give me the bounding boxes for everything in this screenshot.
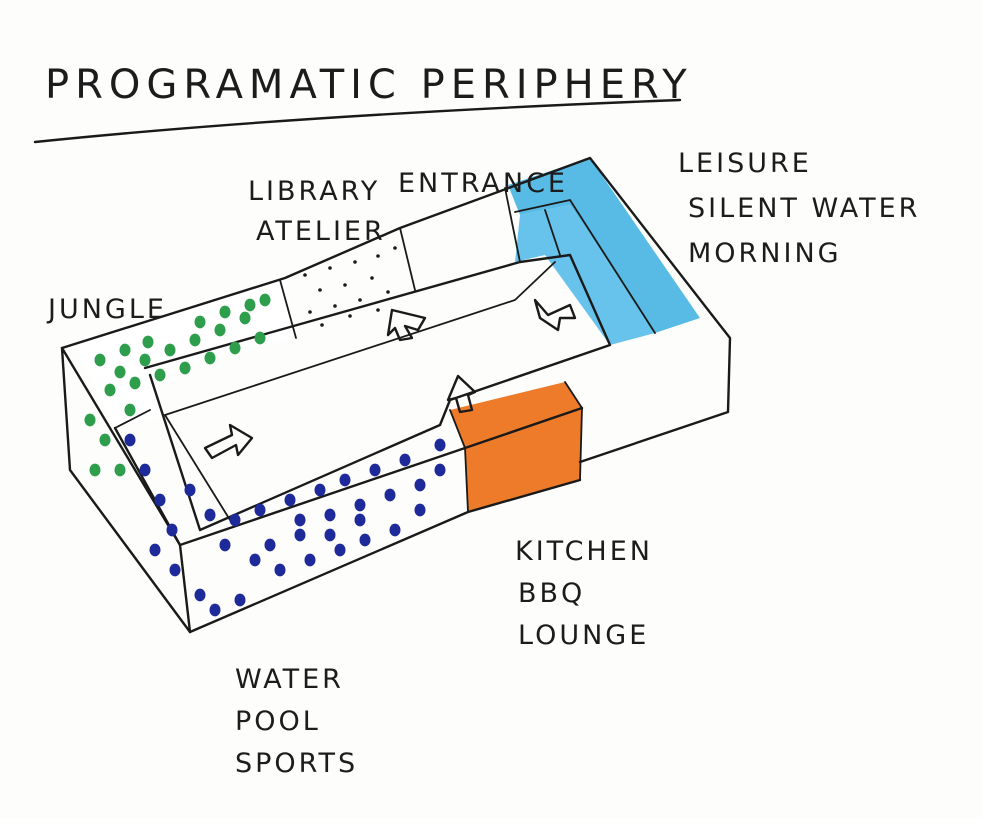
marker-dot xyxy=(169,563,181,577)
water-dots xyxy=(124,433,446,617)
leisure-inner-stroke-1 xyxy=(514,198,656,334)
marker-dot xyxy=(184,483,196,497)
marker-dot xyxy=(142,335,154,349)
marker-dot xyxy=(139,463,151,477)
marker-dot xyxy=(399,453,411,467)
arrow-up-kitchen-icon xyxy=(446,374,477,414)
ring-inner-floor-front xyxy=(164,414,231,521)
marker-dot xyxy=(166,523,178,537)
marker-dot xyxy=(294,513,306,527)
marker-dot xyxy=(369,463,381,477)
divider-jungle-library xyxy=(279,279,297,339)
marker-dot xyxy=(434,463,446,477)
label-kitchen: KITCHEN BBQ LOUNGE xyxy=(515,536,665,651)
marker-dot xyxy=(324,508,336,522)
marker-dot xyxy=(94,353,106,367)
marker-dot xyxy=(194,315,206,329)
marker-dot xyxy=(229,513,241,527)
marker-dot xyxy=(219,305,231,319)
marker-dot xyxy=(249,553,261,567)
marker-dot xyxy=(359,533,371,547)
marker-dot xyxy=(414,478,426,492)
label-library: LIBRARY ATELIER xyxy=(248,176,392,247)
marker-dot xyxy=(164,343,176,357)
marker-dot xyxy=(354,498,366,512)
label-entrance: ENTRANCE xyxy=(398,168,568,199)
ring-inner-floor-back xyxy=(164,261,556,416)
marker-dot xyxy=(219,538,231,552)
marker-dot xyxy=(384,488,396,502)
marker-dot xyxy=(239,311,251,325)
marker-dot xyxy=(434,438,446,452)
arrow-right-water-icon xyxy=(203,423,254,460)
marker-dot xyxy=(414,503,426,517)
divider-kitchen-end xyxy=(564,381,583,481)
marker-dot xyxy=(314,483,326,497)
marker-dot xyxy=(334,543,346,557)
ring-inner-opening xyxy=(143,253,612,532)
marker-dot xyxy=(189,333,201,347)
marker-dot xyxy=(264,538,276,552)
label-leisure: LEISURE SILENT WATER MORNING xyxy=(678,148,932,269)
kitchen-zone-top-fill xyxy=(450,382,582,448)
marker-dot xyxy=(234,593,246,607)
marker-dot xyxy=(114,365,126,379)
library-stipple xyxy=(303,246,397,327)
marker-dot xyxy=(324,528,336,542)
arrow-down-entrance-icon xyxy=(386,308,427,342)
marker-dot xyxy=(139,353,151,367)
marker-dot xyxy=(179,361,191,375)
leisure-inner-stroke-2 xyxy=(544,209,561,256)
marker-dot xyxy=(124,403,136,417)
label-jungle: JUNGLE xyxy=(46,294,167,325)
marker-dot xyxy=(339,473,351,487)
arrow-left-leisure-icon xyxy=(533,298,577,332)
marker-dot xyxy=(154,368,166,382)
marker-dot xyxy=(154,493,166,507)
marker-dot xyxy=(124,433,136,447)
marker-dot xyxy=(204,508,216,522)
divider-jungle-water xyxy=(114,409,151,429)
divider-entrance-leisure xyxy=(504,187,521,263)
label-water: WATER POOL SPORTS xyxy=(235,664,358,779)
marker-dot xyxy=(194,588,206,602)
jungle-dots xyxy=(84,293,271,477)
leisure-zone-inner-fill xyxy=(515,205,655,345)
marker-dot xyxy=(354,513,366,527)
marker-dot xyxy=(114,463,126,477)
marker-dot xyxy=(104,383,116,397)
marker-dot xyxy=(389,523,401,537)
marker-dot xyxy=(294,528,306,542)
marker-dot xyxy=(209,603,221,617)
title-underline xyxy=(33,98,682,144)
marker-dot xyxy=(254,331,266,345)
divider-water-kitchen xyxy=(449,409,469,513)
marker-dot xyxy=(229,341,241,355)
marker-dot xyxy=(99,433,111,447)
kitchen-zone-front-fill xyxy=(465,408,582,512)
marker-dot xyxy=(84,413,96,427)
marker-dot xyxy=(274,563,286,577)
diagram-title: PROGRAMATIC PERIPHERY xyxy=(45,62,693,108)
marker-dot xyxy=(259,293,271,307)
marker-dot xyxy=(204,351,216,365)
marker-dot xyxy=(149,543,161,557)
marker-dot xyxy=(129,376,141,390)
ring-outer-right-edge xyxy=(578,313,732,464)
marker-dot xyxy=(284,493,296,507)
marker-dot xyxy=(244,298,256,312)
leisure-zone-fill xyxy=(508,158,700,333)
marker-dot xyxy=(119,343,131,357)
marker-dot xyxy=(304,553,316,567)
divider-library-entrance xyxy=(399,227,416,291)
marker-dot xyxy=(254,503,266,517)
marker-dot xyxy=(214,323,226,337)
marker-dot xyxy=(89,463,101,477)
